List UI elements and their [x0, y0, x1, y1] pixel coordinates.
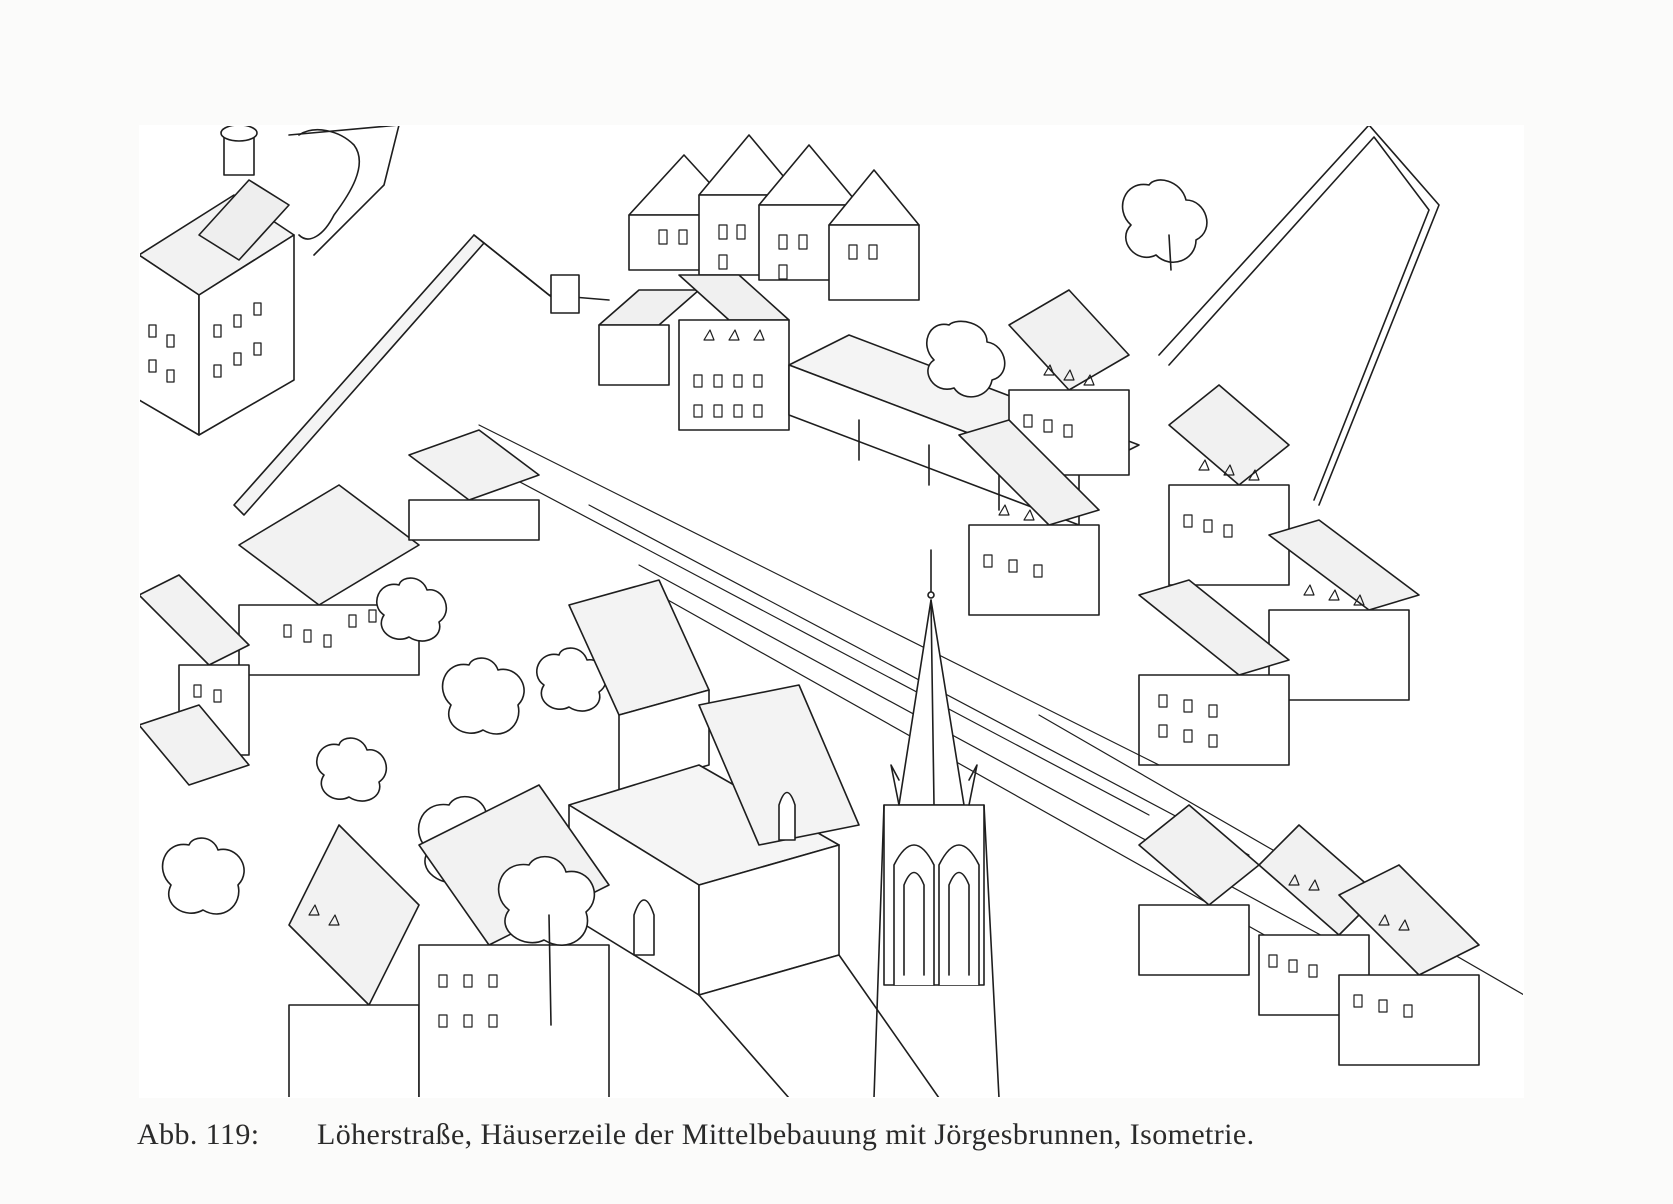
isometric-drawing [139, 125, 1524, 1098]
figure-caption: Abb. 119: Löherstraße, Häuserzeile der M… [137, 1118, 1527, 1158]
figure-caption-text: Löherstraße, Häuserzeile der Mittelbebau… [317, 1118, 1255, 1151]
houses-lower-right [1138, 804, 1480, 1066]
building-top-left [139, 125, 400, 436]
houses-left-middle [139, 429, 540, 786]
walled-yard-right [1158, 125, 1440, 506]
church-spire [873, 549, 1000, 1098]
houses-lower-left [288, 784, 610, 1098]
house-row-right [958, 289, 1420, 766]
church [568, 579, 940, 1098]
figure-number: Abb. 119: [137, 1118, 260, 1151]
house-row-upper [598, 134, 1140, 526]
trees-top [925, 179, 1208, 398]
wall-left-diagonal [233, 234, 610, 516]
